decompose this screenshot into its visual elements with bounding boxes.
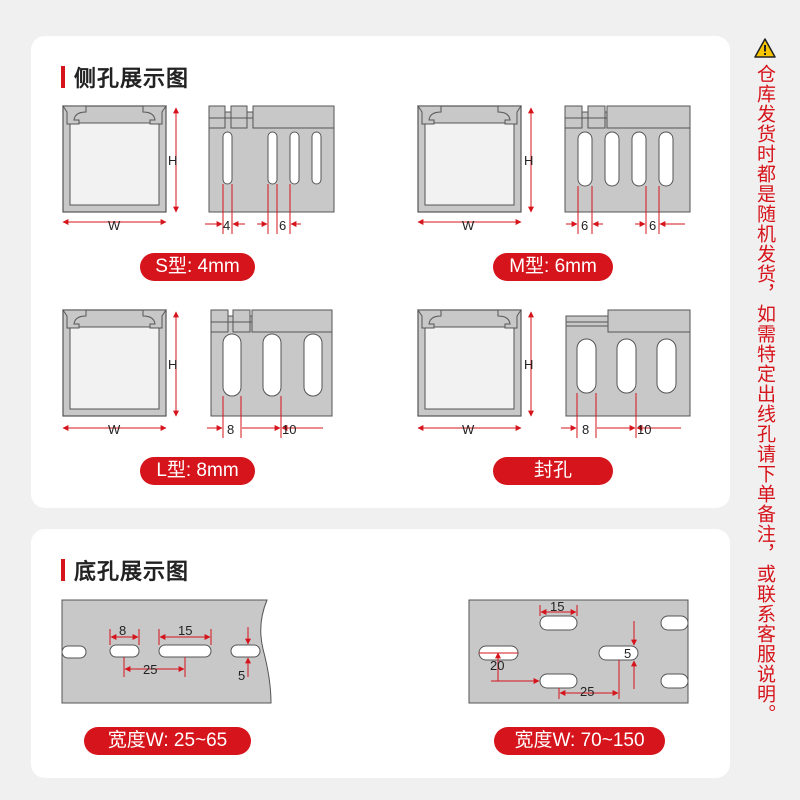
svg-text:5: 5 [238,668,245,683]
svg-text:H: H [168,153,177,168]
svg-text:15: 15 [550,599,564,614]
m-type-side-view: 6 6 [564,105,691,234]
svg-text:4: 4 [223,218,230,233]
svg-text:10: 10 [637,422,651,437]
title-marker [61,559,65,581]
svg-text:8: 8 [119,623,126,638]
bottom-holes-drawings: 8 15 25 5 15 [61,599,689,704]
svg-text:W: W [462,422,475,437]
svg-text:20: 20 [490,658,504,673]
svg-text:H: H [168,357,177,372]
s-type-profile: H W [62,105,179,233]
warning-icon [754,38,776,58]
side-holes-card: 侧孔展示图 H W [31,36,730,508]
type-l-badge: L型: 8mm [140,457,255,485]
svg-text:W: W [462,218,475,233]
svg-text:10: 10 [282,422,296,437]
svg-text:6: 6 [649,218,656,233]
svg-text:W: W [108,218,121,233]
bottom-holes-title: 底孔展示图 [61,554,189,586]
l-type-side-view: 8 10 [207,309,333,438]
l-type-profile: H W [62,309,179,437]
svg-text:25: 25 [580,684,594,699]
side-holes-drawings: H W 4 6 [62,105,691,438]
title-marker [61,66,65,88]
svg-text:25: 25 [143,662,157,677]
svg-text:H: H [524,357,533,372]
svg-text:W: W [108,422,121,437]
bottom-holes-title-text: 底孔展示图 [74,560,190,585]
sealed-side-view: 8 10 [561,309,691,438]
svg-text:6: 6 [279,218,286,233]
svg-text:5: 5 [624,646,631,661]
type-m-badge: M型: 6mm [493,253,613,281]
svg-text:8: 8 [227,422,234,437]
sealed-profile: H W [417,309,534,437]
bottom-panel-narrow: 8 15 25 5 [61,599,272,704]
type-sealed-badge: 封孔 [493,457,613,485]
type-s-badge: S型: 4mm [140,253,255,281]
shipping-notice-text: 仓库发货时都是随机发货，如需特定出线孔请下单备注，或联系客服说明。 [754,64,776,724]
width-range-narrow-badge: 宽度W: 25~65 [84,727,251,755]
svg-text:15: 15 [178,623,192,638]
m-type-profile: H W [417,105,534,233]
svg-text:H: H [524,153,533,168]
bottom-panel-wide: 15 5 20 25 [468,599,689,704]
side-holes-title: 侧孔展示图 [61,61,189,93]
s-type-side-view: 4 6 [205,105,335,234]
width-range-wide-badge: 宽度W: 70~150 [494,727,665,755]
shipping-notice: 仓库发货时都是随机发货，如需特定出线孔请下单备注，或联系客服说明。 [748,38,782,724]
bottom-holes-card: 底孔展示图 8 15 25 [31,529,730,778]
svg-text:6: 6 [581,218,588,233]
side-holes-title-text: 侧孔展示图 [74,67,190,92]
svg-text:8: 8 [582,422,589,437]
